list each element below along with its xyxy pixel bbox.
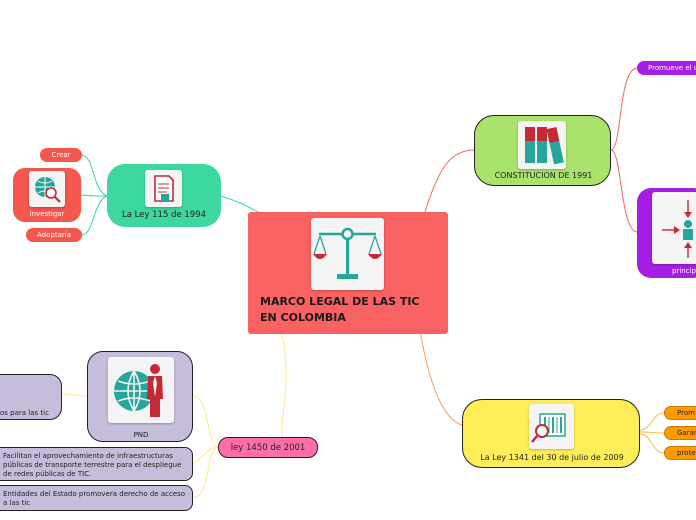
ley1341-child-1[interactable]: Prom (664, 406, 696, 420)
entidades-box[interactable]: Entidades del Estado promovera derecho d… (0, 485, 193, 511)
constitucion-node[interactable]: CONSTITUCION DE 1991 (474, 115, 611, 186)
pnd-node[interactable]: PND (87, 351, 193, 442)
ley115-child-investigar[interactable]: Investigar (13, 168, 81, 222)
principios-label: principi (672, 267, 696, 275)
facilitan-box[interactable]: Facilitan el aprovechamiento de infraest… (0, 447, 193, 481)
ley1341-node[interactable]: La Ley 1341 del 30 de julio de 2009 (462, 399, 640, 468)
scales-icon (311, 218, 384, 290)
ley1341-child-2[interactable]: Garan (664, 426, 696, 440)
search-barcode-icon (529, 404, 574, 449)
central-title-line2: EN COLOMBIA (260, 311, 346, 324)
ley1341-label: La Ley 1341 del 30 de julio de 2009 (480, 453, 624, 462)
document-icon (145, 170, 182, 207)
binders-icon (518, 121, 566, 169)
ley115-label: La Ley 115 de 1994 (121, 210, 207, 220)
ley115-child-crear[interactable]: Crear (40, 148, 82, 162)
central-title-line1: MARCO LEGAL DE LAS TIC (260, 295, 420, 308)
constitucion-label: CONSTITUCION DE 1991 (494, 171, 593, 180)
ley1450-node[interactable]: ley 1450 de 2001 (218, 437, 318, 458)
pnd-label: PND (133, 431, 149, 439)
entidades-line1: Entidades del Estado promovera derecho d… (3, 490, 186, 498)
ley1341-child-3[interactable]: prote (664, 446, 696, 460)
tic-box[interactable]: os para las tic (0, 374, 62, 420)
constitucion-child-principios[interactable]: principi (637, 188, 696, 278)
ley115-node[interactable]: La Ley 115 de 1994 (107, 164, 221, 227)
constitucion-child-promueve[interactable]: Promueve el us (637, 61, 696, 75)
tic-box-text: os para las tic (0, 409, 49, 417)
central-node[interactable]: MARCO LEGAL DE LAS TIC EN COLOMBIA (248, 212, 448, 334)
central-title: MARCO LEGAL DE LAS TIC EN COLOMBIA (260, 294, 420, 326)
ley115-child-adoptaria[interactable]: Adoptaría (26, 228, 82, 242)
facilitan-line3: de redes públicas de TIC. (3, 470, 92, 478)
facilitan-line1: Facilitan el aprovechamiento de infraest… (3, 452, 173, 460)
globe-search-icon (29, 171, 65, 207)
entidades-line2: a las tic (3, 499, 31, 507)
person-arrows-icon (652, 192, 696, 264)
investigar-label: Investigar (29, 210, 65, 218)
facilitan-line2: públicas de transporte terrestre para el… (3, 461, 182, 469)
globe-businessman-icon (108, 357, 174, 423)
